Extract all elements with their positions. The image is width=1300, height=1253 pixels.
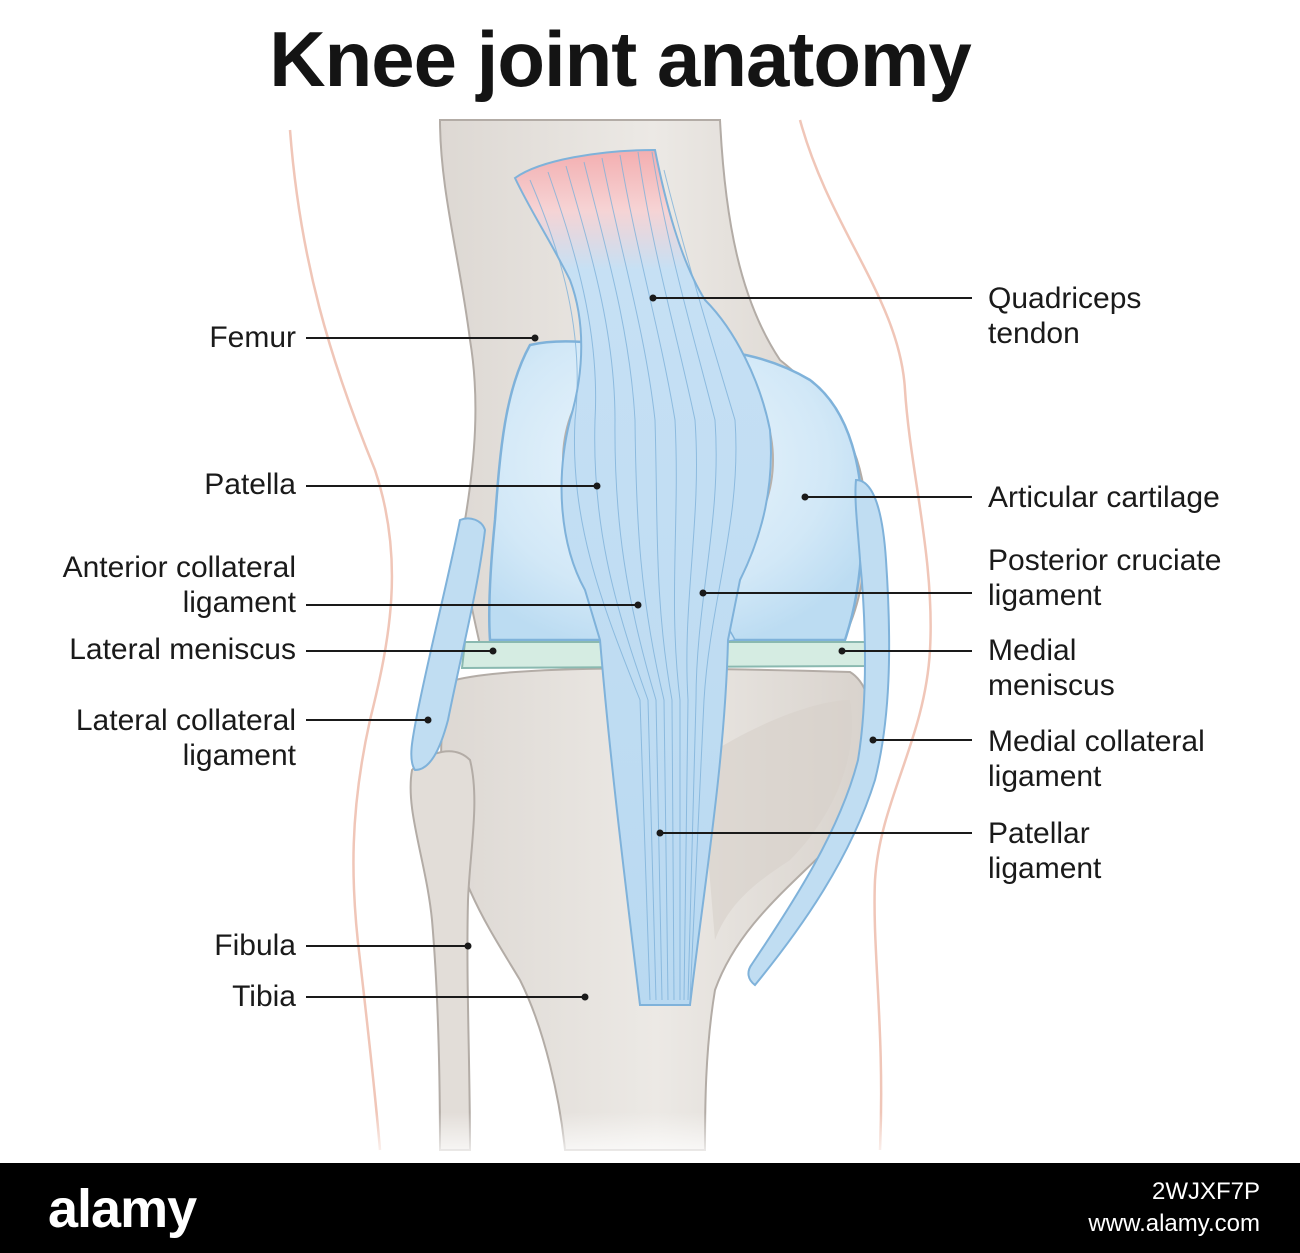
label-medial-collateral-ligament: Medial collateral ligament xyxy=(988,725,1205,793)
image-id: 2WJXF7P www.alamy.com xyxy=(1088,1176,1260,1240)
label-posterior-cruciate-ligament: Posterior cruciate ligament xyxy=(988,544,1222,612)
label-anterior-collateral-ligament: Anterior collateral ligament xyxy=(62,551,296,619)
label-patellar-ligament: Patellar ligament xyxy=(988,817,1102,885)
label-fibula: Fibula xyxy=(214,929,296,962)
leader-lines xyxy=(306,294,972,1001)
page-title: Knee joint anatomy xyxy=(269,15,971,103)
label-lateral-collateral-ligament: Lateral collateral ligament xyxy=(75,704,296,772)
label-medial-meniscus: Medial meniscus xyxy=(988,634,1115,702)
label-quadriceps-tendon: Quadriceps tendon xyxy=(988,282,1142,350)
tendon-fibers xyxy=(529,151,737,1001)
image-id-code: 2WJXF7P xyxy=(1151,1178,1260,1205)
label-tibia: Tibia xyxy=(232,980,296,1013)
label-lateral-meniscus: Lateral meniscus xyxy=(69,633,296,666)
lateral-collateral-ligament-shape xyxy=(410,517,487,772)
site-url[interactable]: www.alamy.com xyxy=(1088,1210,1260,1237)
label-patella: Patella xyxy=(204,468,296,501)
alamy-logo[interactable]: alamy xyxy=(48,1179,197,1239)
label-articular-cartilage: Articular cartilage xyxy=(988,481,1220,514)
knee-illustration xyxy=(250,119,1050,1165)
label-femur: Femur xyxy=(209,321,296,354)
footer-bar xyxy=(0,1163,1300,1253)
